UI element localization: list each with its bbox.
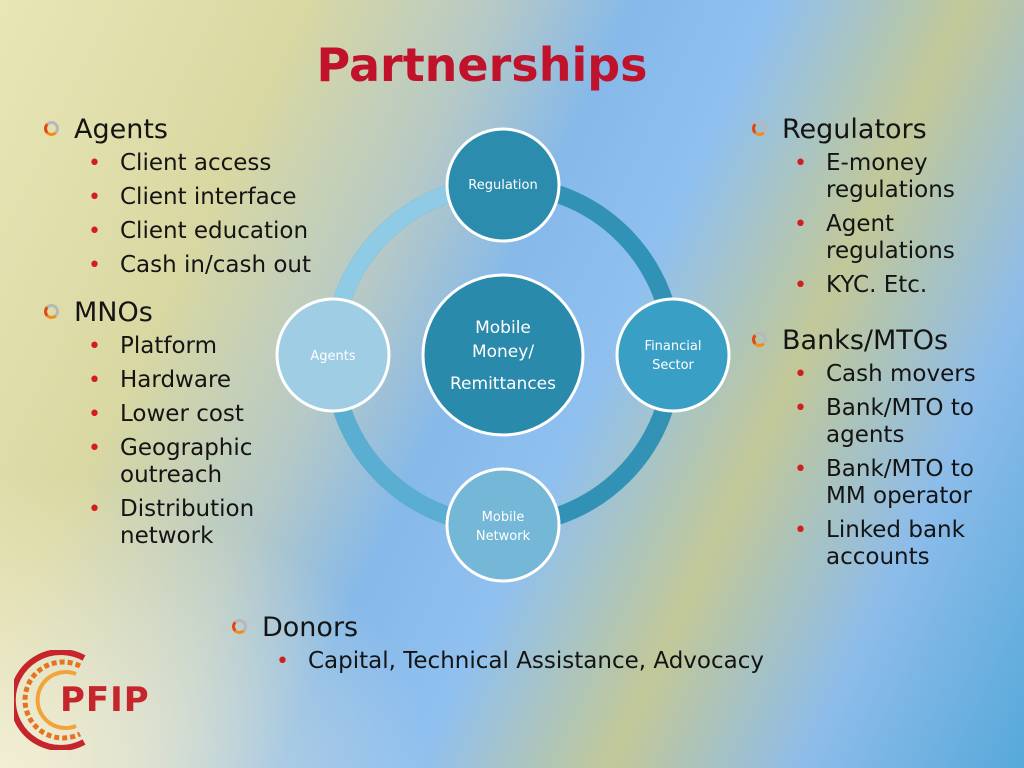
- bullet-dot-icon: •: [88, 334, 101, 359]
- bullet-dot-icon: •: [794, 396, 807, 421]
- list-item: •Distribution network: [88, 496, 255, 549]
- regulation-node: [445, 127, 561, 243]
- center-label-line1: Mobile: [475, 318, 531, 338]
- bullet-dot-icon: •: [88, 497, 101, 522]
- group-heading: Banks/MTOs: [746, 325, 1016, 357]
- heading-text: MNOs: [74, 297, 153, 328]
- heading-text: Banks/MTOs: [782, 325, 949, 356]
- heading-text: Agents: [74, 114, 168, 145]
- mnos-group: MNOs •Platform •Hardware •Lower cost •Ge…: [38, 297, 338, 550]
- heading-text: Regulators: [782, 114, 927, 145]
- center-node: [421, 273, 585, 437]
- list-item: •Client interface: [88, 184, 297, 210]
- heading-text: Donors: [262, 612, 359, 643]
- group-heading: Regulators: [746, 114, 1016, 146]
- bullet-dot-icon: •: [794, 273, 807, 298]
- bullet-dot-icon: •: [794, 457, 807, 482]
- bullet-dot-icon: •: [88, 402, 101, 427]
- list-item: •Hardware: [88, 367, 232, 393]
- list-item: •Cash in/cash out: [88, 252, 312, 278]
- bullet-dot-icon: •: [88, 219, 101, 244]
- list-item: •Capital, Technical Assistance, Advocacy: [276, 648, 764, 674]
- bullet-dot-icon: •: [794, 362, 807, 387]
- donors-group: Donors •Capital, Technical Assistance, A…: [226, 612, 846, 682]
- center-label-line2: Money/: [472, 342, 534, 362]
- bullet-dot-icon: •: [88, 185, 101, 210]
- swirl-bullet-icon: [752, 332, 767, 347]
- group-heading: Donors: [226, 612, 846, 644]
- bullet-dot-icon: •: [88, 436, 101, 461]
- left-column: Agents •Client access •Client interface …: [38, 114, 338, 568]
- swirl-bullet-icon: [232, 619, 247, 634]
- list-item: •Geographic outreach: [88, 435, 253, 488]
- bullet-dot-icon: •: [794, 518, 807, 543]
- financial-sector-label-line1: Financial: [645, 339, 702, 354]
- swirl-bullet-icon: [752, 121, 767, 136]
- regulation-label: Regulation: [468, 178, 537, 193]
- list-item: •Cash movers: [794, 361, 976, 387]
- list-item: •Agent regulations: [794, 211, 955, 264]
- bullet-dot-icon: •: [794, 151, 807, 176]
- right-column: Regulators •E-money regulations •Agent r…: [746, 114, 1016, 589]
- bullet-dot-icon: •: [88, 368, 101, 393]
- bullet-dot-icon: •: [276, 649, 289, 674]
- financial-sector-label-line2: Sector: [652, 358, 694, 373]
- agents-group: Agents •Client access •Client interface …: [38, 114, 338, 279]
- banks-mtos-group: Banks/MTOs •Cash movers •Bank/MTO to age…: [746, 325, 1016, 571]
- list-item: •Platform: [88, 333, 217, 359]
- financial-sector-node: [615, 297, 731, 413]
- slide-title: Partnerships: [316, 38, 648, 92]
- list-item: •Linked bank accounts: [794, 517, 965, 570]
- list-item: •Client access: [88, 150, 272, 176]
- mobile-network-label-line1: Mobile: [482, 510, 525, 525]
- list-item: •E-money regulations: [794, 150, 955, 203]
- center-label-line3: Remittances: [450, 374, 556, 394]
- list-item: •Bank/MTO to MM operator: [794, 456, 974, 509]
- group-heading: MNOs: [38, 297, 338, 329]
- swirl-bullet-icon: [44, 304, 59, 319]
- swirl-bullet-icon: [44, 121, 59, 136]
- list-item: •Lower cost: [88, 401, 244, 427]
- logo-text: PFIP: [60, 680, 150, 720]
- bullet-dot-icon: •: [88, 253, 101, 278]
- mobile-network-label-line2: Network: [476, 529, 531, 544]
- agents-node-label: Agents: [310, 349, 355, 364]
- mobile-network-node: [445, 467, 561, 583]
- pfip-logo-icon: [14, 650, 86, 750]
- regulators-group: Regulators •E-money regulations •Agent r…: [746, 114, 1016, 299]
- list-item: •Client education: [88, 218, 309, 244]
- list-item: •Bank/MTO to agents: [794, 395, 974, 448]
- group-heading: Agents: [38, 114, 338, 146]
- list-item: •KYC. Etc.: [794, 272, 928, 298]
- agents-node: [275, 297, 391, 413]
- bullet-dot-icon: •: [88, 151, 101, 176]
- bullet-dot-icon: •: [794, 212, 807, 237]
